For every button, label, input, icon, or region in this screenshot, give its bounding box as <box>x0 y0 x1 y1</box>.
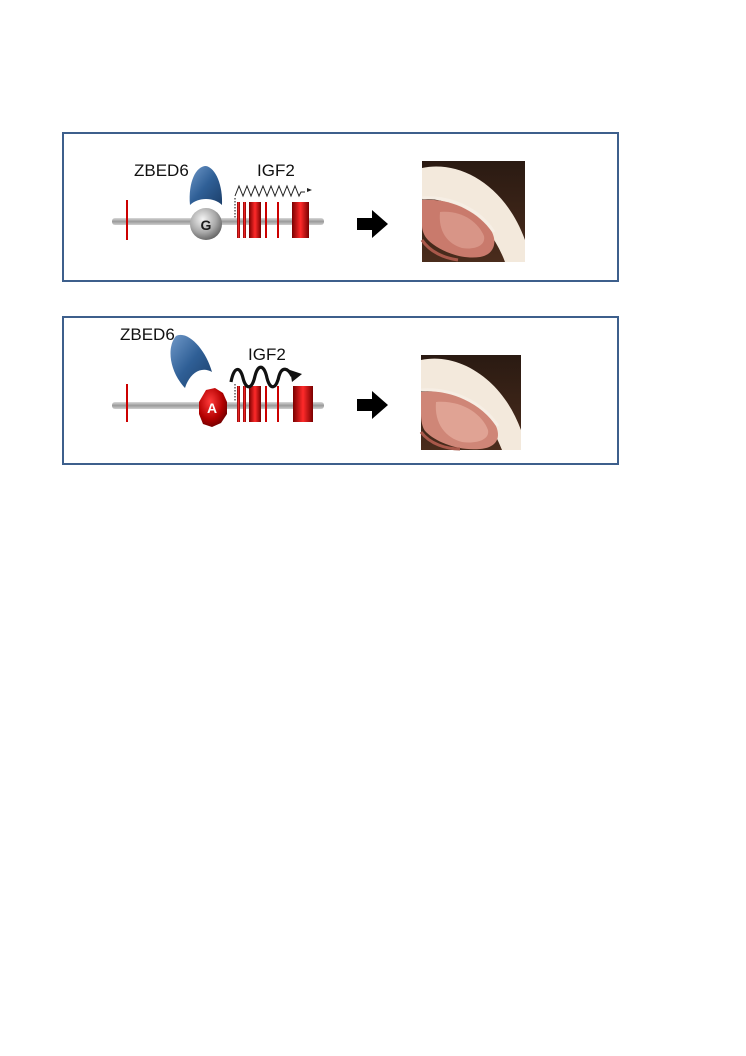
transcript-strong <box>231 367 292 387</box>
zbed6-protein-shape <box>170 335 212 388</box>
exon <box>293 386 313 422</box>
exon <box>277 386 279 422</box>
pork-chop-photo <box>421 355 521 450</box>
allele-a-letter: A <box>207 400 217 416</box>
exon <box>243 386 246 422</box>
right-arrow-icon <box>357 391 388 419</box>
gene-diagram-2: A <box>0 0 746 480</box>
exon <box>265 386 267 422</box>
upstream-marker <box>126 384 128 422</box>
exon <box>249 386 261 422</box>
exon <box>237 386 240 422</box>
